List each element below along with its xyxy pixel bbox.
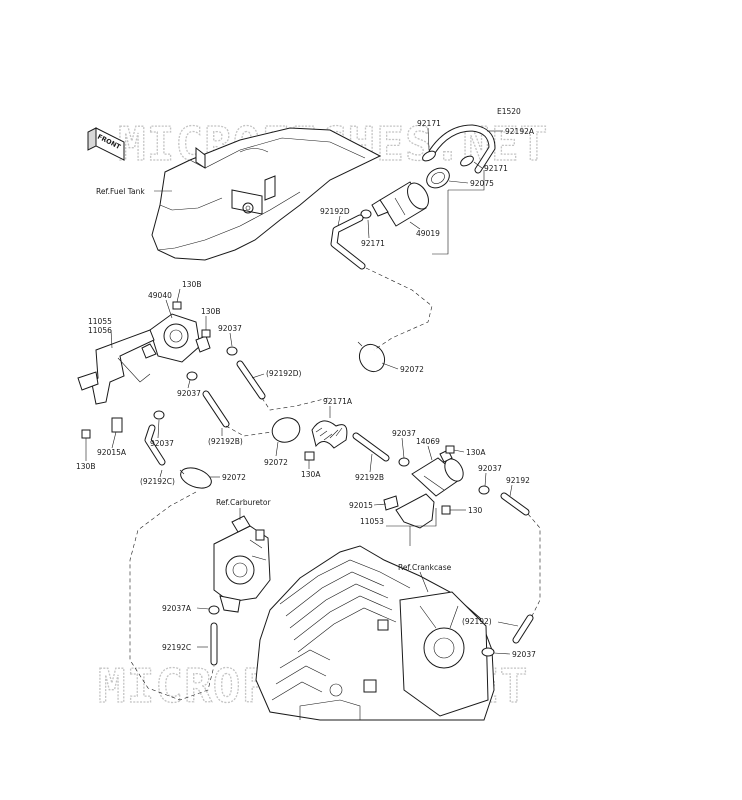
label-92037-b: 92037 — [177, 389, 201, 398]
clamp-92037-b — [186, 371, 198, 381]
label-130B-2: 130B — [201, 307, 220, 316]
label-14069: 14069 — [416, 437, 440, 446]
clamp-92075 — [426, 167, 450, 189]
fuel-filter-49019 — [371, 181, 429, 227]
engine-crankcase — [255, 545, 495, 721]
label-92192B-paren: (92192B) — [208, 437, 243, 446]
ref-crankcase: Ref.Crankcase — [398, 563, 452, 572]
clamp-92037-f — [481, 647, 495, 657]
clamp-92037-c — [153, 410, 165, 420]
label-92037-f: 92037 — [512, 650, 536, 659]
fuel-hose-92192D-top — [330, 214, 366, 270]
label-11056: 11056 — [88, 326, 112, 335]
collar-92015A — [111, 417, 123, 433]
bolt-130A-mid — [304, 451, 315, 461]
label-92037-a: 92037 — [218, 324, 242, 333]
label-130B-top: 130B — [182, 280, 201, 289]
label-92192C: 92192C — [162, 643, 191, 652]
label-92192D-paren: (92192D) — [266, 369, 302, 378]
label-92015A: 92015A — [97, 448, 127, 457]
ref-fuel-tank: Ref.Fuel Tank — [96, 187, 145, 196]
hose-clamp-92171-mid — [360, 209, 372, 219]
label-92072-left: 92072 — [222, 473, 246, 482]
clamp-92037A — [208, 605, 220, 615]
fuel-hose-92192-lower — [512, 614, 534, 644]
label-92037-c: 92037 — [150, 439, 174, 448]
label-130: 130 — [468, 506, 483, 515]
fuel-hose-92192-right — [500, 492, 530, 516]
label-92015: 92015 — [349, 501, 373, 510]
hose-clamp-92072-left — [179, 467, 212, 489]
bolt-130 — [441, 505, 451, 515]
label-49040: 49040 — [148, 291, 172, 300]
fuel-hose-92192D-mid — [236, 360, 266, 400]
label-92037-d: 92037 — [392, 429, 416, 438]
bolt-130B-bottom — [81, 429, 91, 439]
fuel-hose-92192A — [428, 124, 496, 174]
clamp-92037-e — [478, 485, 490, 495]
label-130A-right: 130A — [466, 448, 486, 457]
label-92192A: 92192A — [505, 127, 535, 136]
bracket-11053 — [383, 493, 435, 529]
label-92037A: 92037A — [162, 604, 192, 613]
label-92072-mid: 92072 — [264, 458, 288, 467]
fuel-filter-14069 — [411, 449, 464, 497]
clamp-92037-d — [398, 457, 410, 467]
fuel-hose-92192C-left — [144, 424, 166, 466]
label-130B-bottom: 130B — [76, 462, 95, 471]
label-49019: 49019 — [416, 229, 440, 238]
label-92171-mid: 92171 — [361, 239, 385, 248]
ref-carburetor: Ref.Carburetor — [216, 498, 271, 507]
fuel-tank — [151, 127, 382, 261]
fuel-hose-92192B — [352, 432, 390, 462]
label-130A-mid: 130A — [301, 470, 321, 479]
label-92171-top: 92171 — [417, 119, 441, 128]
fuel-pump-49040 — [141, 313, 211, 363]
label-92037-e: 92037 — [478, 464, 502, 473]
spring-hose-92171A — [311, 420, 348, 449]
bolt-130A-right — [445, 445, 455, 454]
label-92075: 92075 — [470, 179, 494, 188]
label-92192D: 92192D — [320, 207, 350, 216]
hose-clamp-92171-right — [460, 155, 474, 167]
label-92192: 92192 — [506, 476, 530, 485]
label-92192-paren: (92192) — [462, 617, 492, 626]
hose-clamp-92072-mid — [271, 417, 301, 443]
clamp-92037-a — [226, 346, 238, 356]
label-11055: 11055 — [88, 317, 112, 326]
label-92171A: 92171A — [323, 397, 353, 406]
label-92192B: 92192B — [355, 473, 384, 482]
label-92192C-paren: (92192C) — [140, 477, 175, 486]
label-92072-right: 92072 — [400, 365, 424, 374]
figure-code: E1520 — [497, 107, 521, 116]
bracket-11055 — [77, 329, 155, 405]
label-11053: 11053 — [360, 517, 384, 526]
label-92171-right: 92171 — [484, 164, 508, 173]
hose-clamp-92072-right — [357, 341, 386, 373]
carburetor — [213, 515, 271, 613]
bolt-130B-2 — [201, 329, 211, 338]
fuel-hose-92192B-mid — [202, 390, 230, 428]
hose-clamp-92171-top — [422, 150, 436, 162]
bolt-130B-top — [172, 301, 182, 310]
